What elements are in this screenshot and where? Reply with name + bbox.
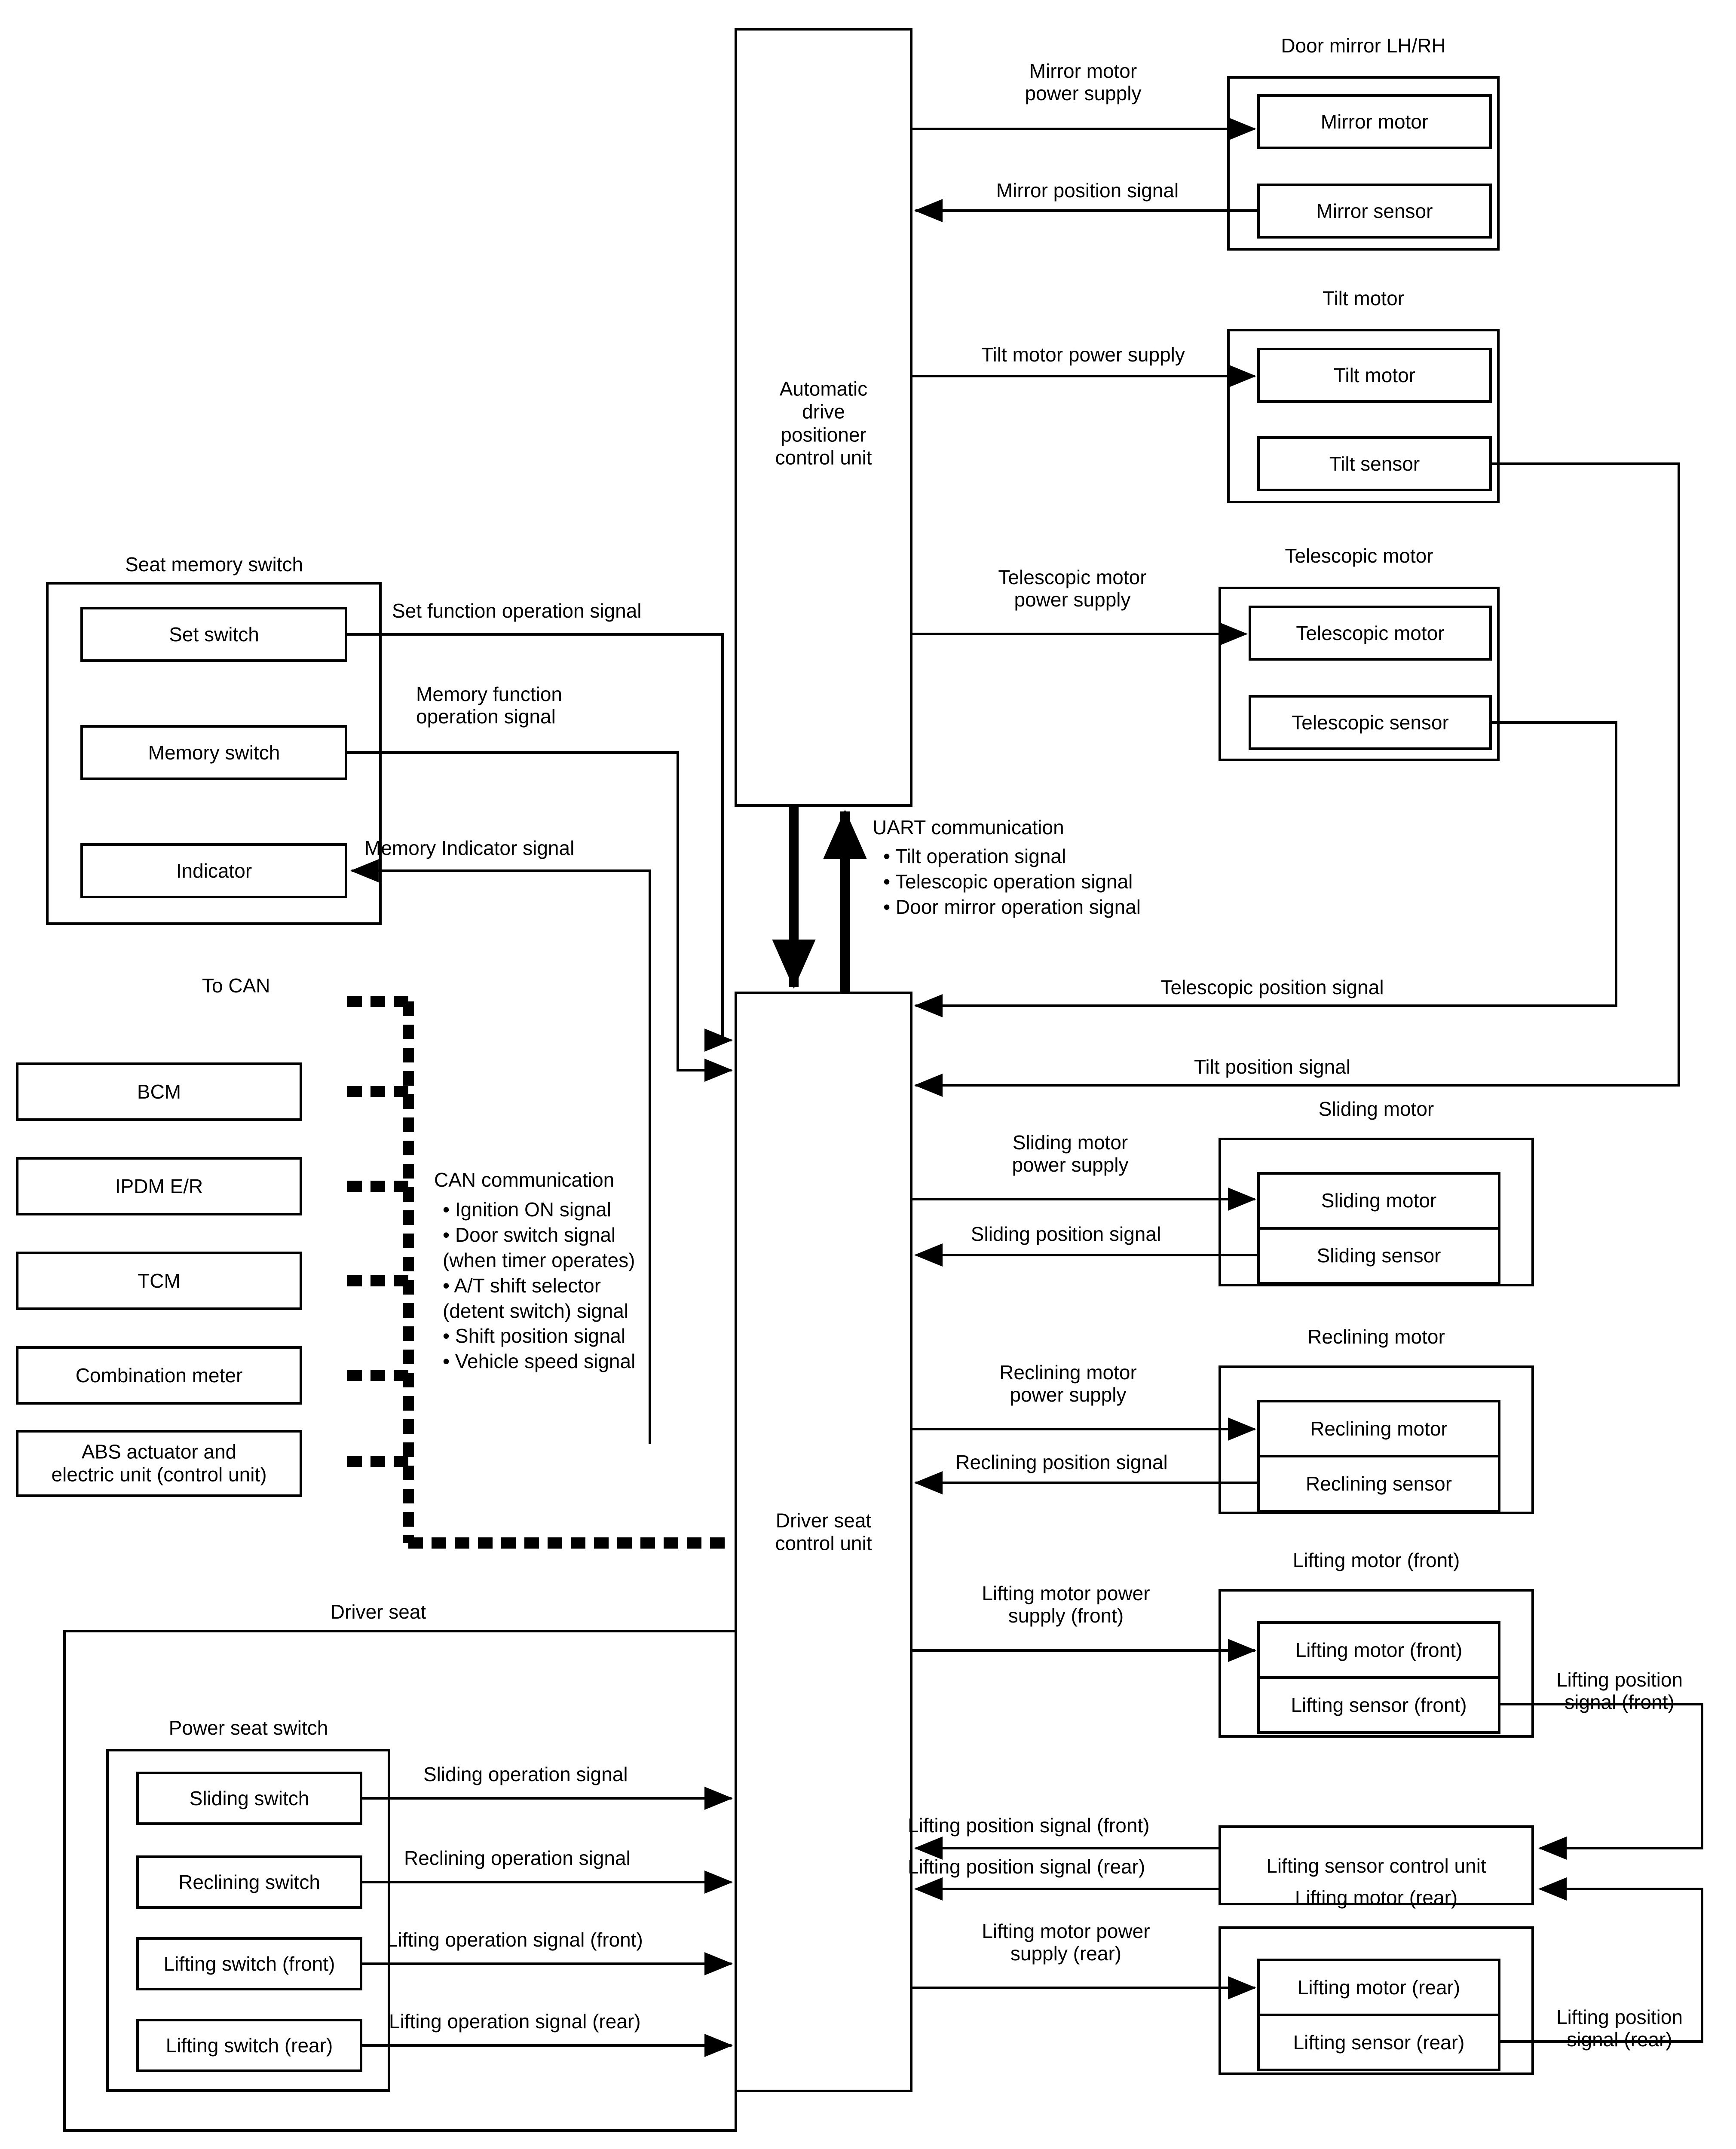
lifting-switch-front-label: Lifting switch (front) xyxy=(163,1953,335,1975)
reclining-motor-power-supply-label: Reclining motor power supply xyxy=(999,1361,1137,1406)
reclining-motor-label: Reclining motor xyxy=(1310,1417,1448,1440)
lifting-position-signal-rear-right-label: Lifting position signal (rear) xyxy=(1556,2006,1683,2051)
memory-function-operation-signal-label: Memory function operation signal xyxy=(416,683,563,728)
lifting-motor-rear-label: Lifting motor (rear) xyxy=(1297,1976,1460,1999)
driver-seat-control-unit-label: Driver seat control unit xyxy=(775,1509,872,1555)
sliding-sensor-label: Sliding sensor xyxy=(1317,1244,1441,1267)
tilt-sensor-label: Tilt sensor xyxy=(1329,453,1420,475)
set-switch-label: Set switch xyxy=(169,623,259,646)
sliding-position-signal-label: Sliding position signal xyxy=(971,1223,1161,1245)
combination-meter-label: Combination meter xyxy=(75,1364,243,1387)
reclining-switch-label: Reclining switch xyxy=(178,1871,320,1893)
lifting-operation-signal-front-label: Lifting operation signal (front) xyxy=(387,1929,643,1951)
telescopic-sensor-label: Telescopic sensor xyxy=(1292,711,1449,734)
lifting-operation-signal-rear-label: Lifting operation signal (rear) xyxy=(389,2010,641,2033)
memory-indicator-signal-label: Memory Indicator signal xyxy=(364,837,575,859)
reclining-operation-signal-label: Reclining operation signal xyxy=(404,1847,631,1869)
lifting-sensor-front-label: Lifting sensor (front) xyxy=(1291,1694,1467,1716)
mirror-motor-label: Mirror motor xyxy=(1320,110,1429,133)
bcm-label: BCM xyxy=(137,1081,181,1103)
lifting-switch-rear-label: Lifting switch (rear) xyxy=(165,2034,333,2057)
mirror-motor-power-supply-label: Mirror motor power supply xyxy=(1025,60,1142,104)
mirror-position-signal-label: Mirror position signal xyxy=(996,179,1179,202)
indicator-label: Indicator xyxy=(176,860,252,882)
lifting-sensor-rear-label: Lifting sensor (rear) xyxy=(1293,2031,1465,2054)
sliding-motor-power-supply-label: Sliding motor power supply xyxy=(1012,1131,1129,1176)
mirror-sensor-label: Mirror sensor xyxy=(1316,200,1433,222)
tilt-motor-group-label: Tilt motor xyxy=(1323,287,1404,309)
adp-control-unit-label: Automatic drive positioner control unit xyxy=(775,377,872,469)
uart-items-list: • Tilt operation signal • Telescopic ope… xyxy=(883,845,1141,918)
telescopic-position-signal-label: Telescopic position signal xyxy=(1160,976,1384,998)
lifting-motor-rear-group-label: Lifting motor (rear) xyxy=(1295,1886,1458,1909)
tilt-motor-power-supply-label: Tilt motor power supply xyxy=(981,343,1185,366)
lifting-position-signal-rear-label: Lifting position signal (rear) xyxy=(908,1855,1145,1878)
driver-seat-group-label: Driver seat xyxy=(330,1601,426,1623)
sliding-operation-signal-label: Sliding operation signal xyxy=(423,1763,628,1785)
tcm-label: TCM xyxy=(138,1270,181,1292)
lifting-motor-front-group-label: Lifting motor (front) xyxy=(1292,1549,1460,1571)
reclining-sensor-label: Reclining sensor xyxy=(1305,1472,1452,1495)
seat-memory-switch-group-label: Seat memory switch xyxy=(125,553,303,576)
telescopic-motor-power-supply-label: Telescopic motor power supply xyxy=(998,566,1147,611)
lifting-sensor-control-unit-label: Lifting sensor control unit xyxy=(1266,1855,1486,1877)
tilt-position-signal-label: Tilt position signal xyxy=(1194,1056,1350,1078)
reclining-position-signal-label: Reclining position signal xyxy=(955,1451,1168,1473)
ipdm-er-label: IPDM E/R xyxy=(115,1175,203,1197)
to-can-label: To CAN xyxy=(202,974,270,997)
abs-actuator-label: ABS actuator and electric unit (control … xyxy=(51,1440,267,1486)
telescopic-motor-group-label: Telescopic motor xyxy=(1285,545,1433,567)
power-seat-switch-group-label: Power seat switch xyxy=(168,1717,328,1739)
sliding-motor-group-label: Sliding motor xyxy=(1318,1098,1434,1120)
sliding-switch-label: Sliding switch xyxy=(189,1787,309,1809)
can-items-list: • Ignition ON signal • Door switch signa… xyxy=(443,1198,636,1373)
door-mirror-group-label: Door mirror LH/RH xyxy=(1281,34,1446,57)
memory-switch-label: Memory switch xyxy=(148,741,280,764)
lifting-motor-power-supply-front-label: Lifting motor power supply (front) xyxy=(982,1582,1150,1627)
set-function-operation-signal-label: Set function operation signal xyxy=(392,600,642,622)
lifting-motor-power-supply-rear-label: Lifting motor power supply (rear) xyxy=(982,1920,1150,1965)
reclining-motor-group-label: Reclining motor xyxy=(1307,1326,1445,1348)
telescopic-motor-label: Telescopic motor xyxy=(1296,622,1445,644)
lifting-position-signal-front-right-label: Lifting position signal (front) xyxy=(1556,1668,1683,1713)
lifting-motor-front-label: Lifting motor (front) xyxy=(1295,1639,1463,1661)
uart-title-label: UART communication xyxy=(873,816,1064,839)
can-title-label: CAN communication xyxy=(434,1169,615,1191)
tilt-motor-label: Tilt motor xyxy=(1334,364,1415,386)
sliding-motor-label: Sliding motor xyxy=(1321,1189,1437,1212)
lifting-position-signal-front-label: Lifting position signal (front) xyxy=(908,1814,1150,1837)
